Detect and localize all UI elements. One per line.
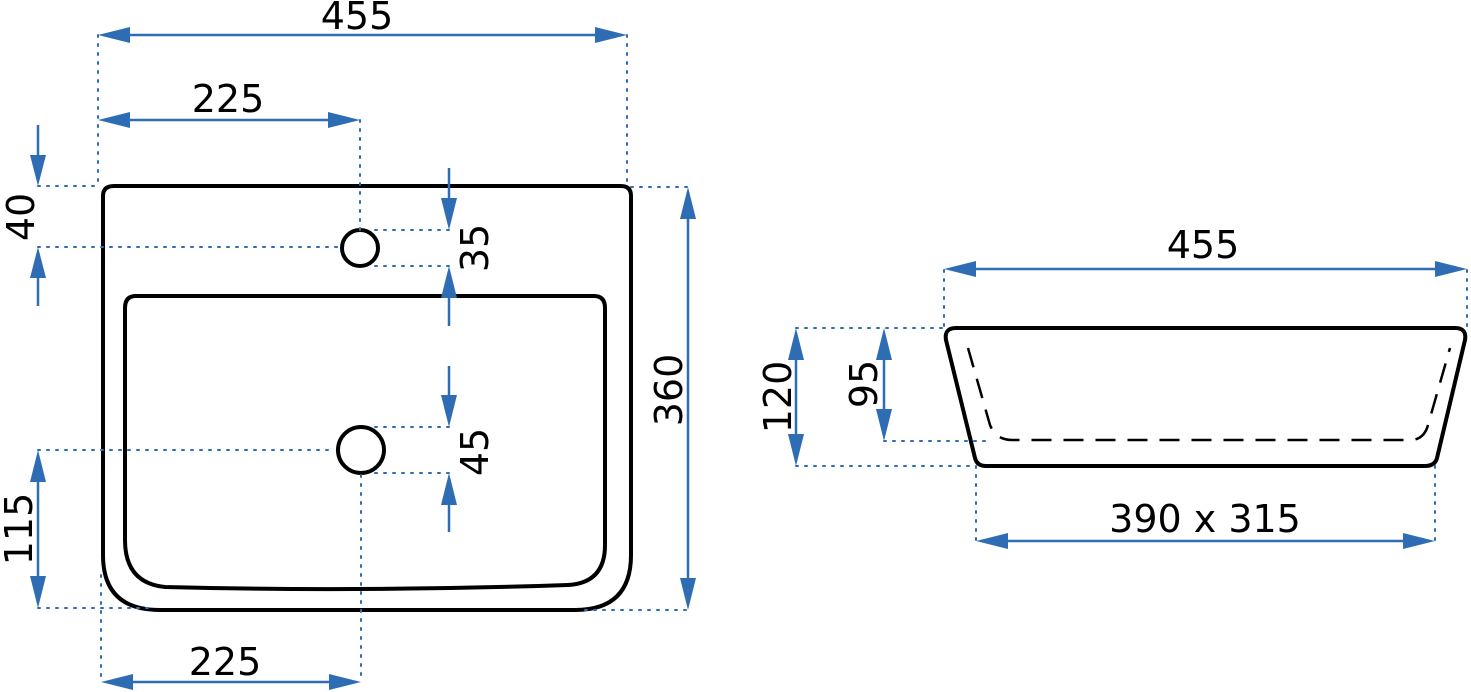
basin-outer-outline — [101, 184, 633, 612]
side-inner-dashed-outline — [966, 347, 1452, 442]
dim-tap-hole-to-bowl: 35 — [441, 168, 497, 326]
side-view: 455 120 95 390 x 315 — [756, 223, 1468, 549]
dim-side-inner-depth: 95 — [842, 328, 892, 441]
dim-label-tap-hole-from-back: 40 — [0, 193, 43, 241]
side-outer-outline — [943, 326, 1468, 468]
dim-label-drain-offset: 225 — [189, 640, 262, 684]
dim-overall-width: 455 — [98, 0, 627, 43]
tap-hole — [340, 228, 380, 268]
dim-label-overall-width: 455 — [321, 0, 394, 38]
dim-overall-depth: 360 — [647, 187, 696, 610]
dim-drain-diameter: 45 — [441, 366, 497, 532]
dim-label-drain-diameter: 45 — [453, 428, 497, 476]
side-extension-lines — [795, 269, 1468, 543]
dim-drain-from-front: 115 — [0, 450, 46, 608]
front-view: 455 225 225 40 — [0, 0, 696, 690]
dim-label-side-outer-height: 120 — [756, 361, 800, 434]
dim-tap-hole-offset: 225 — [98, 77, 360, 128]
dim-label-side-inner-depth: 95 — [842, 360, 886, 408]
dim-side-top-width: 455 — [944, 223, 1467, 277]
dim-label-tap-hole-to-bowl: 35 — [453, 224, 497, 272]
dim-label-side-top-width: 455 — [1167, 223, 1240, 267]
dim-drain-offset: 225 — [101, 640, 361, 690]
dim-side-outer-height: 120 — [756, 328, 804, 466]
dim-label-side-base-size: 390 x 315 — [1109, 497, 1301, 541]
dim-label-overall-depth: 360 — [647, 354, 691, 427]
dim-label-tap-hole-offset: 225 — [192, 77, 265, 121]
front-extension-lines — [37, 34, 691, 683]
drain-hole — [336, 425, 386, 475]
basin-inner-bowl-outline — [123, 294, 607, 592]
dim-side-base-size: 390 x 315 — [976, 497, 1435, 549]
dim-tap-hole-from-back: 40 — [0, 125, 46, 306]
dim-label-drain-from-front: 115 — [0, 493, 41, 566]
